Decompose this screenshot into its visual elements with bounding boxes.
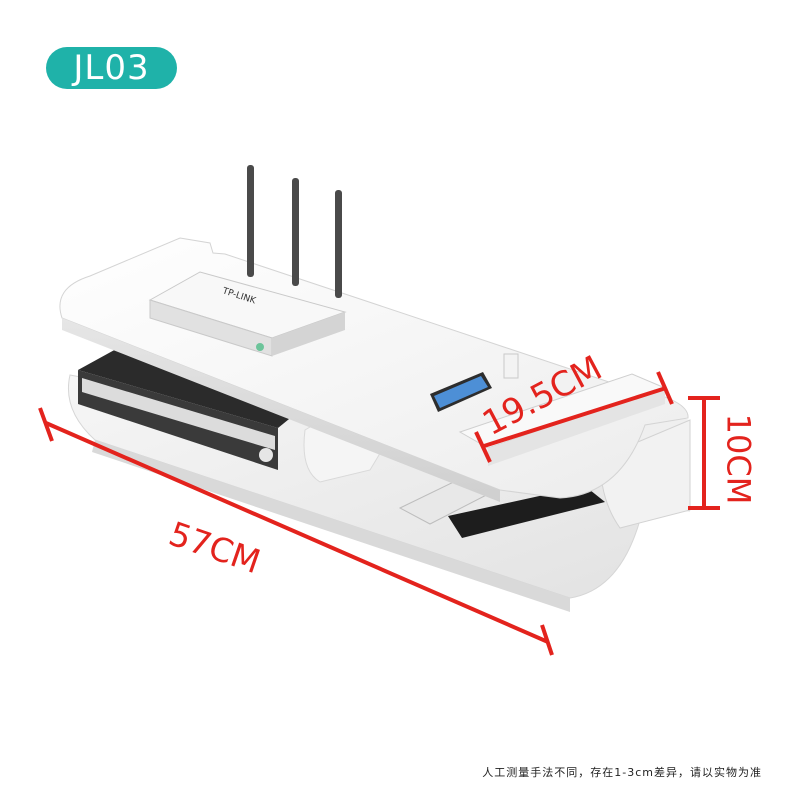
model-badge: JL03	[46, 47, 177, 89]
dimension-lines	[38, 371, 720, 656]
phone	[430, 372, 492, 412]
dvd-player	[78, 348, 310, 470]
router	[148, 165, 347, 357]
height-dimension-label: 10CM	[719, 413, 758, 505]
measurement-footnote: 人工测量手法不同，存在1-3cm差异，请以实物为准	[482, 766, 762, 779]
power-strip	[458, 353, 667, 466]
